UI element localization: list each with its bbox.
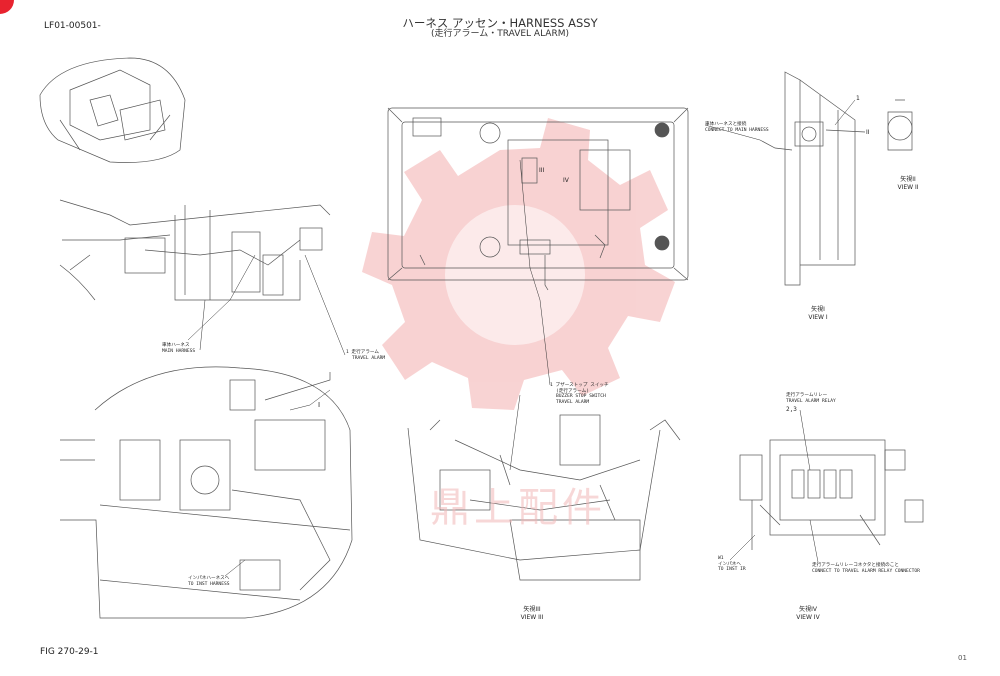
machine-overview-sketch: [39, 57, 186, 163]
view2-jp: 矢視II: [900, 176, 916, 183]
travel-alarm-jp: 1 走行アラーム: [346, 350, 379, 355]
view2-caption: 矢視II VIEW II: [888, 176, 928, 191]
harness-route-view: [59, 199, 331, 301]
inst-harness-label: インパネハーネスへ TO INST HARNESS: [188, 576, 230, 587]
relay-jp: 走行アラームリレー: [786, 393, 828, 398]
inst-ir-jp: インパネへ: [718, 561, 741, 567]
view1-en: VIEW I: [808, 313, 828, 321]
inst-harness-jp: インパネハーネスへ: [188, 576, 230, 581]
buzzer-en1: BUZZER STOP SWITCH: [556, 394, 606, 400]
line-art: [39, 57, 924, 619]
main-harness-en: MAIN HARNESS: [162, 348, 196, 354]
page-number: 01: [958, 654, 967, 662]
arrow-marker-iv: IV: [563, 177, 569, 184]
panel-view: [387, 107, 689, 291]
relay-en: TRAVEL ALARM RELAY: [786, 398, 836, 404]
w1-label: W1: [718, 556, 724, 561]
view1-drawing: [759, 71, 913, 286]
buzzer-jp2: (走行アラーム): [556, 388, 589, 394]
arrow-marker-i-left: I: [318, 401, 321, 409]
inst-ir-en: TO INST IR: [718, 567, 746, 573]
view1-caption: 矢視I VIEW I: [798, 306, 838, 321]
view3-en: VIEW III: [520, 613, 544, 621]
relay-conn-jp: 走行アラームリレーコネクタと接続のこと: [812, 563, 899, 568]
connect-main-jp: 車体ハーネスと接続: [705, 122, 747, 127]
view4-jp: 矢視IV: [799, 606, 817, 613]
view4-caption: 矢視IV VIEW IV: [788, 606, 828, 621]
cab-view: [407, 414, 681, 581]
figure-label: FIG 270-29-1: [40, 647, 99, 657]
inst-ir-label: W1 インパネへ TO INST IR: [718, 556, 746, 573]
main-harness-label: 車体ハーネス MAIN HARNESS: [162, 343, 195, 354]
buzzer-jp1: 1 ブザーストップ スイッチ: [550, 383, 609, 388]
relay-conn-en: CONNECT TO TRAVEL ALARM RELAY CONNECTOR: [812, 568, 920, 574]
watermark-gear: [362, 118, 675, 410]
page-subtitle: (走行アラーム・TRAVEL ALARM): [431, 29, 569, 39]
page-title: ハーネス アッセン・HARNESS ASSY: [402, 16, 598, 30]
travel-alarm-label: 1 走行アラーム TRAVEL ALARM: [346, 350, 385, 361]
travel-alarm-en: TRAVEL ALARM: [352, 355, 386, 361]
buzzer-switch-label: 1 ブザーストップ スイッチ (走行アラーム) BUZZER STOP SWIT…: [550, 383, 609, 406]
connect-main-label: 車体ハーネスと接続 CONNECT TO MAIN HARNESS: [705, 122, 769, 133]
arrow-marker-iii: III: [539, 167, 545, 174]
relay-items: 2,3: [786, 406, 797, 414]
view2-en: VIEW II: [897, 183, 919, 191]
relay-connector-label: 走行アラームリレーコネクタと接続のこと CONNECT TO TRAVEL AL…: [812, 563, 920, 574]
buzzer-en2: TRAVEL ALARM: [556, 400, 590, 406]
view3-jp: 矢視III: [523, 606, 541, 613]
relay-label: 走行アラームリレー TRAVEL ALARM RELAY 2,3: [786, 393, 836, 414]
connect-main-en: CONNECT TO MAIN HARNESS: [705, 127, 769, 133]
arrow-marker-ii: II: [866, 129, 870, 136]
main-harness-jp: 車体ハーネス: [162, 343, 190, 348]
view3-caption: 矢視III VIEW III: [512, 606, 552, 621]
leader-lines: [187, 99, 856, 577]
view1-jp: 矢視I: [811, 306, 825, 313]
lower-frame-view: [60, 366, 353, 619]
inst-harness-en: TO INST HARNESS: [188, 581, 230, 587]
watermark-text: 鼎上配件: [430, 485, 606, 531]
item-number-1: 1: [856, 95, 860, 102]
view4-drawing: [739, 439, 924, 550]
view4-en: VIEW IV: [796, 613, 820, 621]
doc-code: LF01-00501-: [44, 21, 101, 31]
